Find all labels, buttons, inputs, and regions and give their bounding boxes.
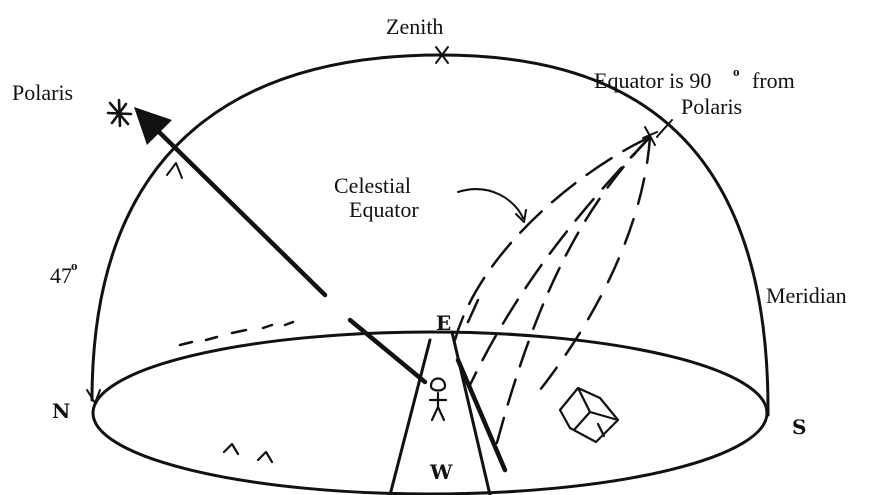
meridian-angle-arrow [167,163,182,178]
zenith-label: Zenith [386,14,443,39]
west-label: W [429,460,453,484]
north-label: N [52,399,70,423]
south-label: S [792,415,806,439]
celestial-label-line2: Equator [349,197,419,222]
polaris-star-icon [108,100,131,126]
svg-text:o: o [733,64,740,79]
svg-text:from: from [752,68,795,93]
house-icon [560,388,618,442]
svg-text:Equator is 90: Equator is 90 [594,68,711,93]
observer-figure-icon [430,379,446,421]
meridian-label: Meridian [766,283,847,308]
svg-text:o: o [71,258,78,273]
polaris-axis-line [155,128,325,295]
meridian-arc [92,55,768,415]
celestial-equator-dashes [455,137,650,450]
celestial-pointer-arrow [458,189,526,222]
svg-text:47: 47 [50,263,72,288]
polaris-label: Polaris [12,80,73,105]
angle-label: 47 o [50,258,78,288]
east-label: E [436,311,451,335]
bird-marks-icon [224,444,272,462]
equator-note: Equator is 90 o from Polaris [594,64,795,119]
svg-text:Polaris: Polaris [681,94,742,119]
axis-lower-segment [350,320,425,382]
celestial-label-line1: Celestial [334,173,411,198]
